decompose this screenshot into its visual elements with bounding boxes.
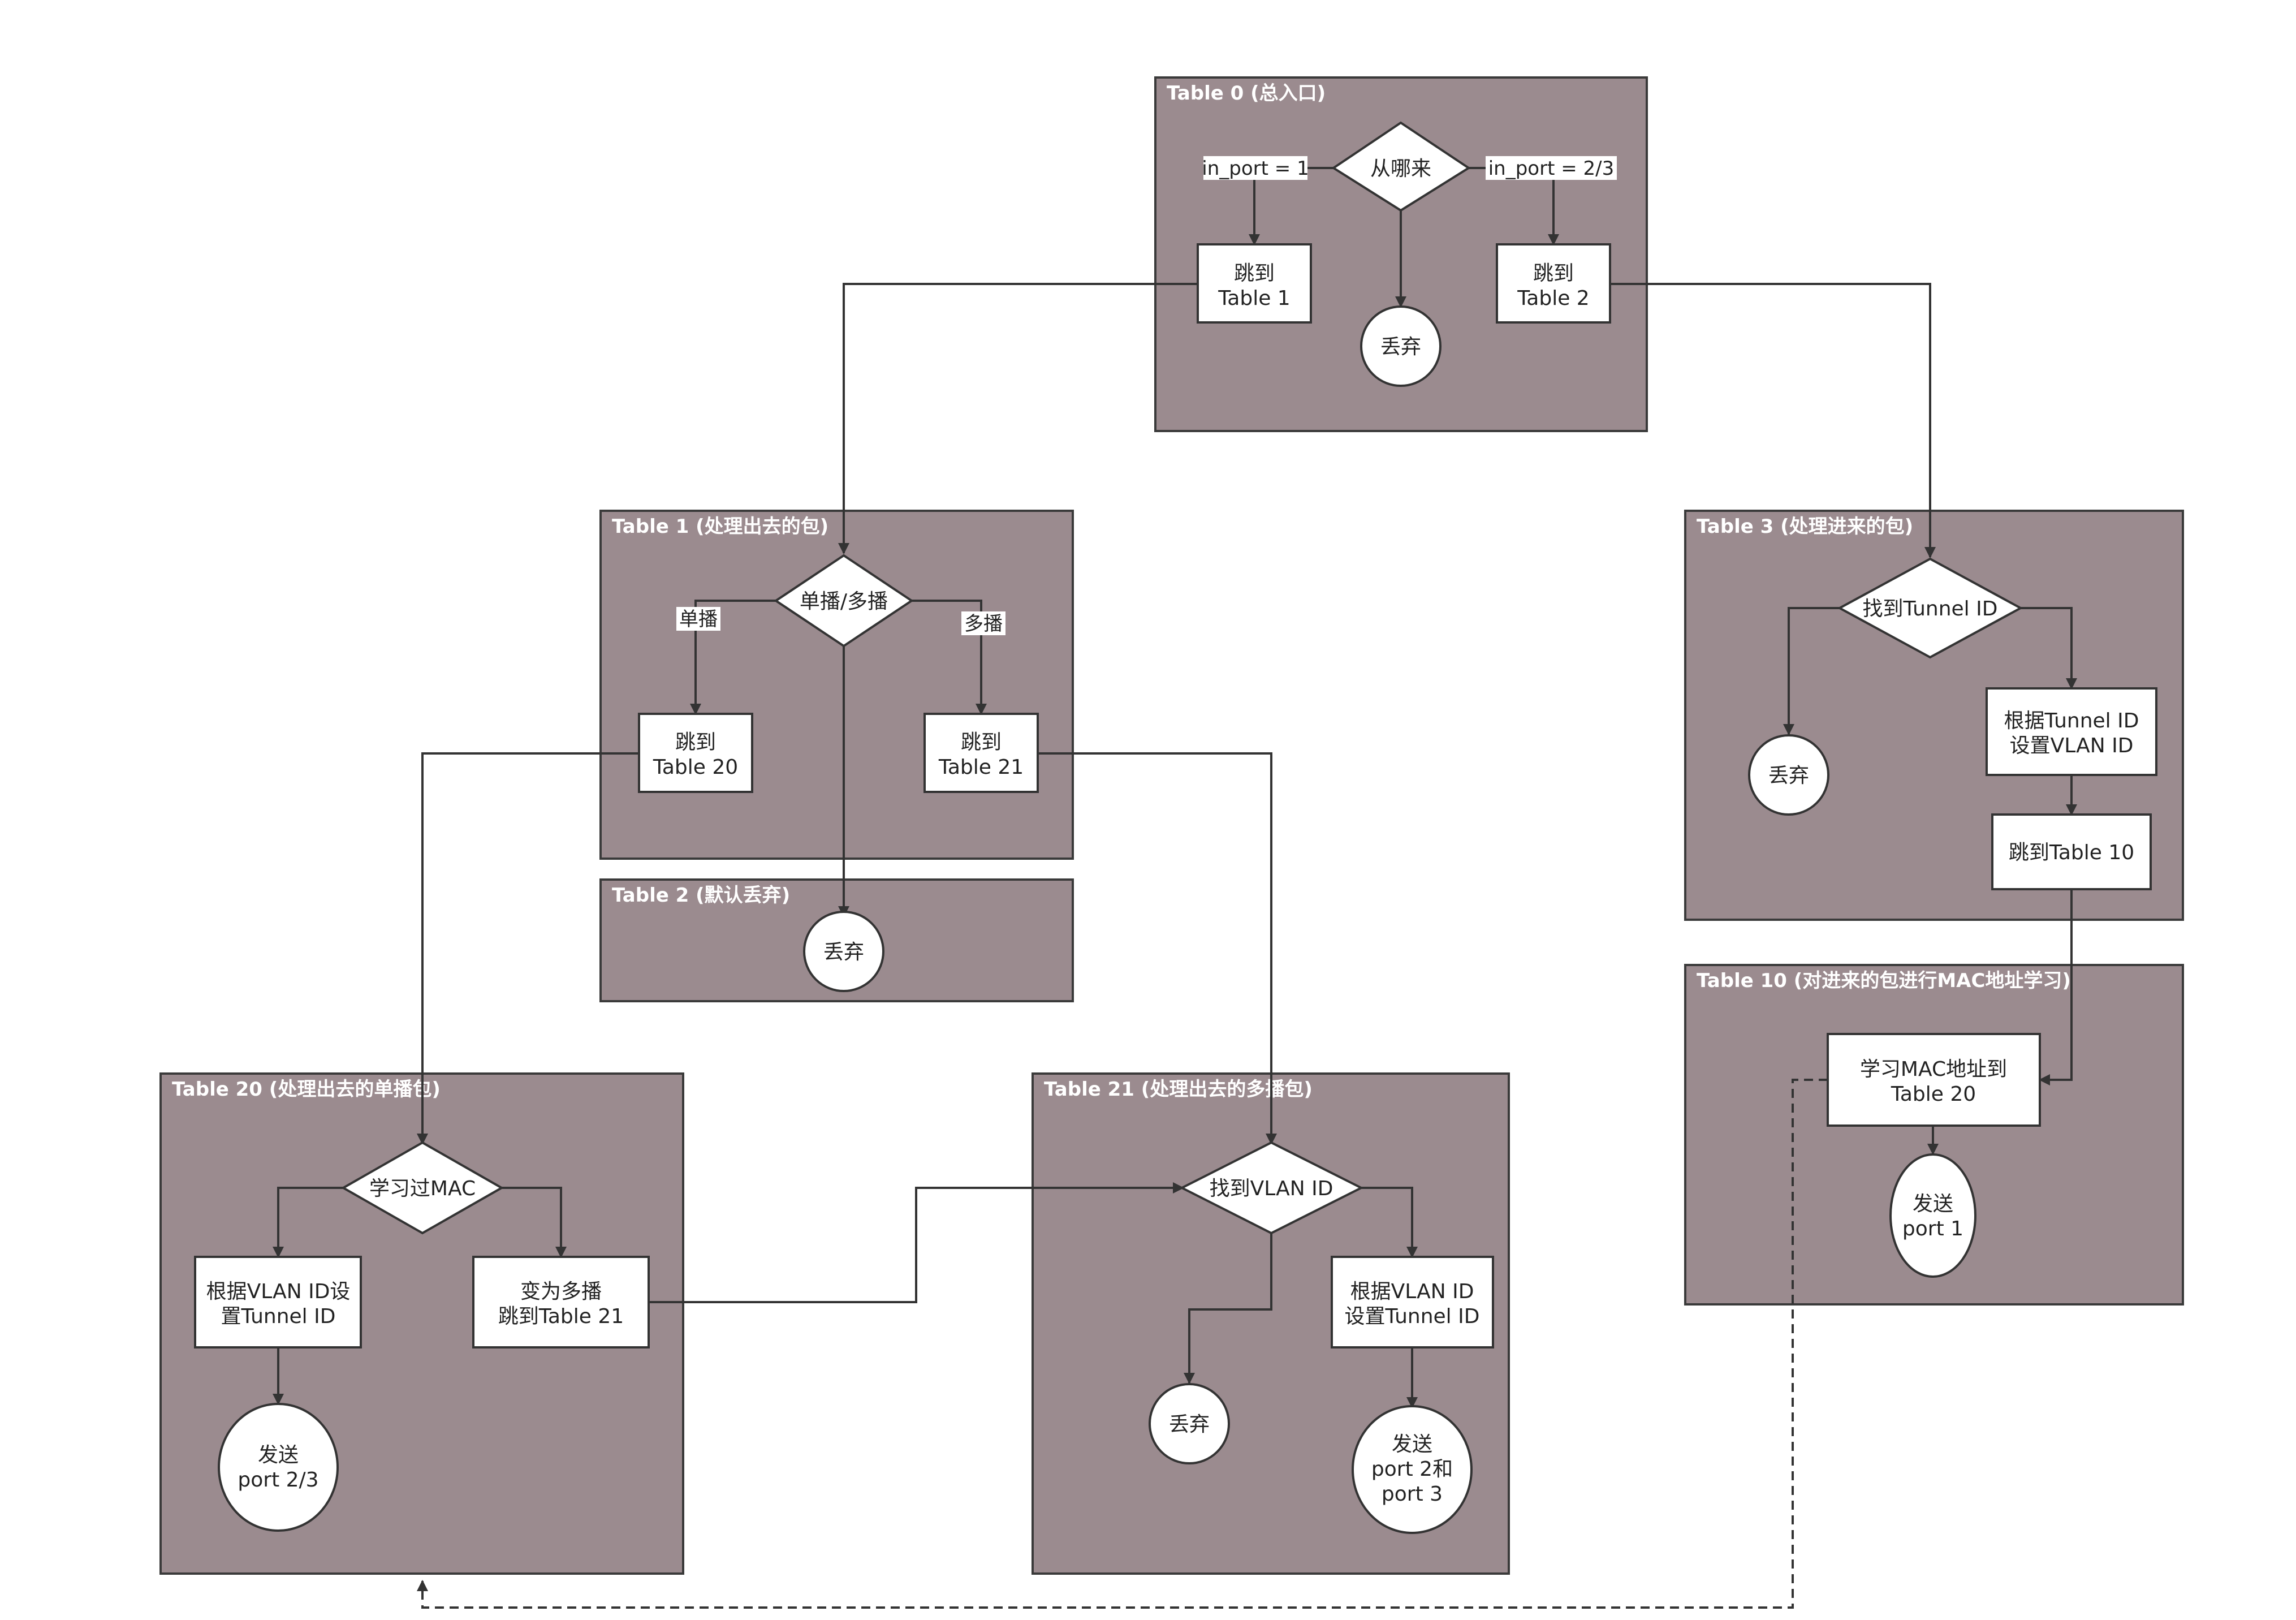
node-t20-decision: 学习过MAC [340, 1141, 504, 1235]
edge-t21-yes [1361, 1187, 1418, 1258]
edge-t20-learned [273, 1187, 343, 1258]
svg-text:丢弃: 丢弃 [823, 941, 864, 964]
label-multicast: 多播 [964, 613, 1003, 635]
label-inport-1: in_port = 1 [1202, 157, 1309, 180]
edges [273, 167, 2077, 1609]
svg-text:找到Tunnel ID: 找到Tunnel ID [1863, 597, 1998, 621]
edge-to-table-21 [1038, 752, 1277, 1145]
edge-t20-to-table-21 [649, 1182, 1184, 1303]
panel-table-1-title: Table 1 (处理出去的包) [612, 515, 828, 538]
edge-multicast [912, 600, 987, 715]
svg-text:跳到Table 2: 跳到Table 2 [1517, 262, 1589, 310]
svg-text:学习过MAC: 学习过MAC [369, 1177, 476, 1200]
node-t21-drop: 丢弃 [1149, 1383, 1230, 1464]
node-t3-jump-table-10: 跳到Table 10 [1991, 813, 2152, 890]
svg-text:根据VLAN ID设置Tunnel ID: 根据VLAN ID设置Tunnel ID [206, 1280, 351, 1328]
svg-text:跳到Table 10: 跳到Table 10 [2009, 841, 2134, 864]
node-t20-to-multicast: 变为多播跳到Table 21 [472, 1256, 650, 1348]
panel-table-2-title: Table 2 (默认丢弃) [612, 884, 790, 907]
panel-table-3-title: Table 3 (处理进来的包) [1697, 515, 1913, 538]
panel-table-20-title: Table 20 (处理出去的单播包) [172, 1078, 441, 1101]
svg-text:跳到Table 1: 跳到Table 1 [1218, 262, 1290, 310]
node-t2-drop: 丢弃 [803, 911, 884, 992]
edge-to-table-3 [1610, 283, 1936, 558]
edge-to-table-10 [2039, 889, 2073, 1085]
node-t1-decision: 单播/多播 [774, 554, 914, 648]
panel-table-0-title: Table 0 (总入口) [1167, 82, 1326, 105]
edge-labels: in_port = 1 in_port = 2/3 单播 多播 [676, 156, 1617, 635]
edge-learn-to-table-20 [417, 1079, 1828, 1609]
node-t3-drop: 丢弃 [1748, 734, 1829, 816]
svg-text:找到VLAN ID: 找到VLAN ID [1210, 1177, 1333, 1200]
edge-t3-yes [2021, 607, 2077, 690]
panel-table-10-title: Table 10 (对进来的包进行MAC地址学习) [1697, 970, 2071, 992]
node-t0-drop: 丢弃 [1360, 305, 1442, 387]
svg-text:变为多播跳到Table 21: 变为多播跳到Table 21 [498, 1280, 624, 1328]
edge-unicast [690, 600, 776, 715]
svg-text:跳到Table 20: 跳到Table 20 [653, 731, 738, 779]
edge-to-table-1 [838, 283, 1198, 554]
node-t20-set-tunnel: 根据VLAN ID设置Tunnel ID [194, 1256, 362, 1348]
edge-t3-no [1783, 607, 1840, 735]
svg-text:跳到Table 21: 跳到Table 21 [938, 731, 1024, 779]
svg-text:丢弃: 丢弃 [1768, 764, 1809, 787]
panel-table-21-title: Table 21 (处理出去的多播包) [1044, 1078, 1313, 1101]
svg-text:从哪来: 从哪来 [1370, 157, 1431, 180]
edge-t20-unlearned [502, 1187, 567, 1258]
label-unicast: 单播 [679, 608, 718, 631]
label-inport-2-3: in_port = 2/3 [1488, 157, 1615, 180]
edge-t21-no [1184, 1233, 1272, 1384]
svg-text:丢弃: 丢弃 [1380, 335, 1421, 359]
svg-text:丢弃: 丢弃 [1169, 1413, 1210, 1436]
node-t3-decision: 找到Tunnel ID [1837, 557, 2023, 659]
svg-text:单播/多播: 单播/多播 [800, 590, 888, 613]
node-t0-decision: 从哪来 [1331, 121, 1471, 212]
svg-text:根据VLAN ID设置Tunnel ID: 根据VLAN ID设置Tunnel ID [1345, 1280, 1480, 1328]
edge-to-table-20 [417, 752, 639, 1145]
node-t21-decision: 找到VLAN ID [1179, 1141, 1364, 1235]
